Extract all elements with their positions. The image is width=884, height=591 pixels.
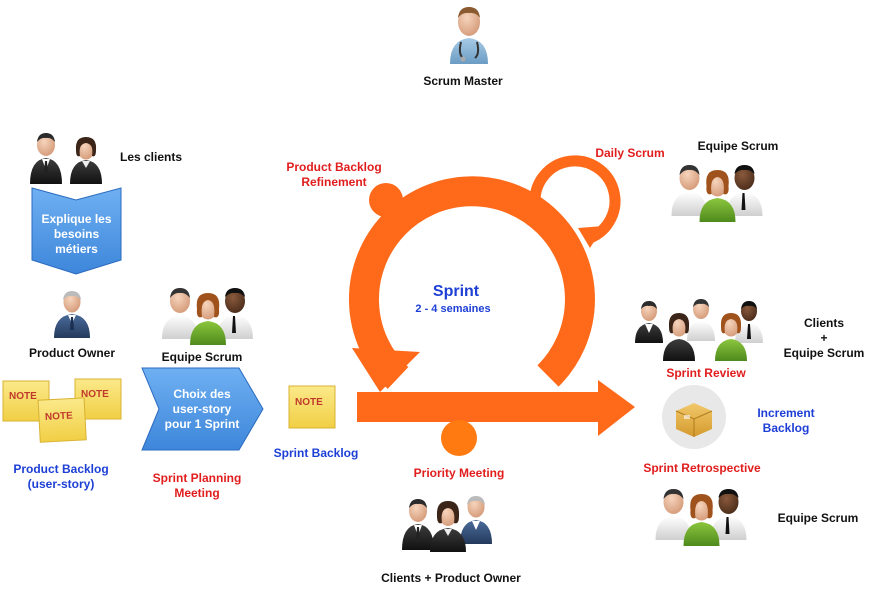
team-left-label: Equipe Scrum	[161, 350, 243, 364]
clients-label: Les clients	[120, 150, 183, 164]
scrum-master-icon	[450, 7, 488, 64]
increment-backlog-label: Increment Backlog	[757, 406, 815, 435]
clients-icon	[30, 133, 102, 184]
sprint-title: Sprint	[432, 283, 480, 300]
product-backlog-label: Product Backlog (user-story)	[13, 462, 109, 491]
sprint-retrospective-label: Sprint Retrospective	[643, 461, 761, 475]
team-bottom-right-icon	[655, 489, 747, 546]
sprint-duration: 2 - 4 semaines	[415, 303, 491, 315]
clients-team-label: Clients + Equipe Scrum	[783, 316, 865, 360]
sprint-planning-label: Sprint Planning Meeting	[152, 471, 242, 500]
explain-needs-arrow	[31, 187, 122, 275]
product-owner-label: Product Owner	[28, 346, 115, 360]
note-label: NOTE	[9, 391, 37, 402]
team-top-right-label: Equipe Scrum	[697, 139, 779, 153]
choose-stories-arrow	[141, 367, 264, 451]
priority-meeting-label: Priority Meeting	[413, 466, 505, 480]
clients-product-owner-icon	[402, 496, 492, 552]
sprint-backlog-note: NOTE	[288, 385, 336, 429]
scrum-master-label: Scrum Master	[423, 74, 503, 88]
product-owner-icon	[54, 291, 90, 338]
product-backlog-notes: NOTE NOTE NOTE	[2, 378, 122, 443]
clients-team-icon	[635, 299, 763, 361]
team-top-right-icon	[671, 165, 763, 222]
daily-scrum-label: Daily Scrum	[595, 146, 665, 160]
note-label: NOTE	[81, 389, 109, 400]
team-bottom-right-label: Equipe Scrum	[777, 511, 859, 525]
clients-product-owner-label: Clients + Product Owner	[381, 571, 521, 585]
note-label: NOTE	[45, 410, 74, 422]
choose-stories-text: Choix des user-story pour 1 Sprint	[164, 387, 240, 431]
team-left-icon	[162, 288, 253, 345]
note-label: NOTE	[295, 397, 323, 408]
refinement-label: Product Backlog Refinement	[286, 160, 382, 189]
explain-needs-text: Explique les besoins métiers	[41, 212, 112, 256]
sprint-backlog-label: Sprint Backlog	[273, 446, 359, 460]
sprint-review-label: Sprint Review	[666, 366, 746, 380]
increment-box-icon	[662, 385, 726, 449]
